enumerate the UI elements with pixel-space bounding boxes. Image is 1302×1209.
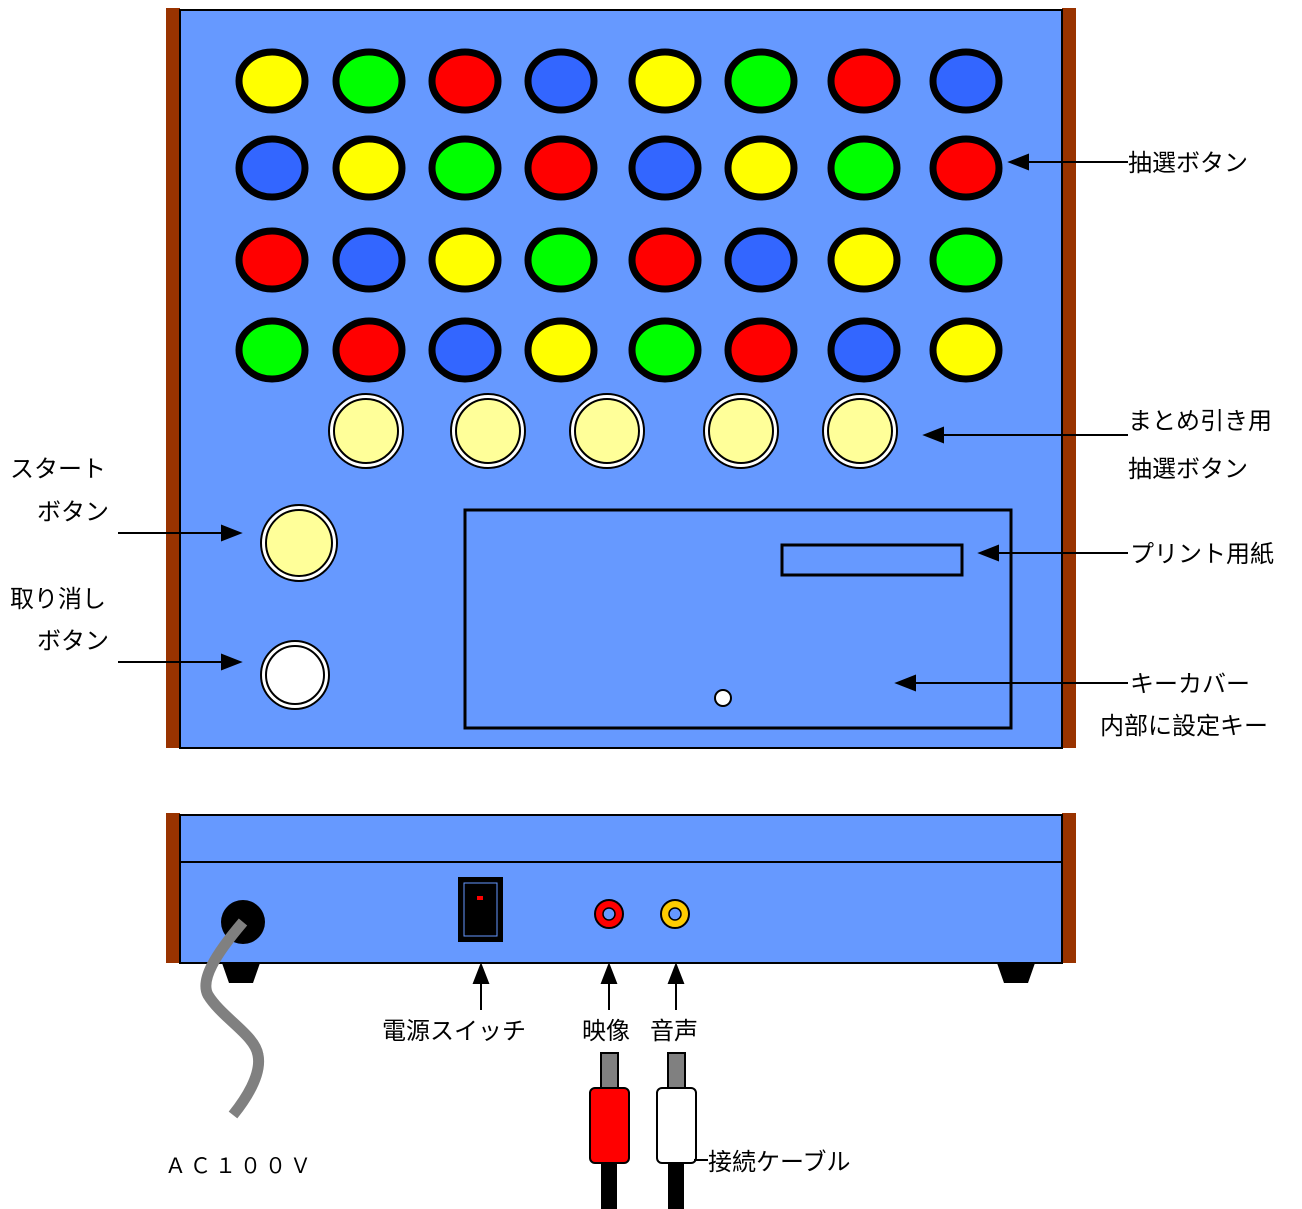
front-wood-left xyxy=(166,8,180,748)
bulk-draw-button[interactable] xyxy=(822,393,898,469)
lottery-button-yellow[interactable] xyxy=(332,135,406,201)
label-print-paper: プリント用紙 xyxy=(1130,540,1274,568)
lottery-button-blue[interactable] xyxy=(724,227,798,293)
lottery-button-green[interactable] xyxy=(332,48,406,114)
lottery-button-red[interactable] xyxy=(524,135,598,201)
label-cancel-line2: ボタン xyxy=(37,627,109,655)
lottery-button-green[interactable] xyxy=(524,227,598,293)
back-wood-left xyxy=(166,813,180,963)
lottery-button-yellow[interactable] xyxy=(235,48,309,114)
cancel-button[interactable] xyxy=(260,640,330,710)
lottery-button-yellow[interactable] xyxy=(827,227,901,293)
video-jack[interactable] xyxy=(594,899,624,929)
power-switch[interactable] xyxy=(458,877,503,942)
key-hole[interactable] xyxy=(714,689,732,707)
lottery-button-blue[interactable] xyxy=(929,48,1003,114)
lottery-button-blue[interactable] xyxy=(524,48,598,114)
lottery-button-red[interactable] xyxy=(332,317,406,383)
lottery-button-green[interactable] xyxy=(428,135,502,201)
label-ac: ＡＣ１００Ｖ xyxy=(165,1154,315,1178)
bulk-draw-button[interactable] xyxy=(703,393,779,469)
front-wood-right xyxy=(1062,8,1076,748)
lottery-button-blue[interactable] xyxy=(332,227,406,293)
lottery-button-yellow[interactable] xyxy=(428,227,502,293)
start-button[interactable] xyxy=(260,504,338,582)
lottery-button-yellow[interactable] xyxy=(524,317,598,383)
bulk-draw-button[interactable] xyxy=(450,393,526,469)
lottery-button-green[interactable] xyxy=(827,135,901,201)
lottery-button-red[interactable] xyxy=(428,48,502,114)
front-panel xyxy=(179,9,1063,749)
back-wood-right xyxy=(1062,813,1076,963)
foot-right xyxy=(997,963,1035,983)
back-panel xyxy=(179,814,1063,964)
label-cable: 接続ケーブル xyxy=(708,1148,851,1176)
lottery-button-yellow[interactable] xyxy=(929,317,1003,383)
foot-left xyxy=(222,963,260,983)
lottery-button-red[interactable] xyxy=(827,48,901,114)
bulk-draw-button[interactable] xyxy=(328,393,404,469)
key-cover[interactable] xyxy=(463,508,1013,730)
lottery-button-green[interactable] xyxy=(929,227,1003,293)
lottery-button-green[interactable] xyxy=(235,317,309,383)
lottery-button-yellow[interactable] xyxy=(724,135,798,201)
label-video: 映像 xyxy=(582,1017,630,1045)
lottery-button-blue[interactable] xyxy=(827,317,901,383)
label-key-cover-line2: 内部に設定キー xyxy=(1100,712,1268,740)
lottery-button-red[interactable] xyxy=(235,227,309,293)
label-start-line1: スタート xyxy=(10,455,106,483)
label-start-line2: ボタン xyxy=(37,498,109,526)
lottery-button-red[interactable] xyxy=(628,227,702,293)
label-bulk-line1: まとめ引き用 xyxy=(1128,407,1272,435)
front-arrows xyxy=(118,153,1128,692)
lottery-button-blue[interactable] xyxy=(628,135,702,201)
lottery-button-yellow[interactable] xyxy=(628,48,702,114)
label-bulk-line2: 抽選ボタン xyxy=(1128,455,1248,483)
lottery-button-blue[interactable] xyxy=(235,135,309,201)
label-cancel-line1: 取り消し xyxy=(10,585,106,613)
lottery-button-red[interactable] xyxy=(724,317,798,383)
lottery-button-grid xyxy=(235,48,1003,383)
ac-cable xyxy=(200,918,265,1119)
bulk-draw-button[interactable] xyxy=(569,393,645,469)
lottery-button-red[interactable] xyxy=(929,135,1003,201)
print-paper-slot xyxy=(780,543,964,577)
back-arrows xyxy=(472,962,685,1010)
label-lottery-button: 抽選ボタン xyxy=(1128,149,1248,177)
audio-plug xyxy=(656,1052,697,1209)
lottery-button-green[interactable] xyxy=(724,48,798,114)
label-power-switch: 電源スイッチ xyxy=(382,1017,526,1045)
video-plug xyxy=(589,1052,630,1209)
lottery-button-blue[interactable] xyxy=(428,317,502,383)
audio-jack[interactable] xyxy=(660,899,690,929)
label-audio: 音声 xyxy=(650,1017,698,1045)
bulk-button-row xyxy=(328,393,898,469)
label-key-cover-line1: キーカバー xyxy=(1130,670,1250,698)
lottery-button-green[interactable] xyxy=(628,317,702,383)
